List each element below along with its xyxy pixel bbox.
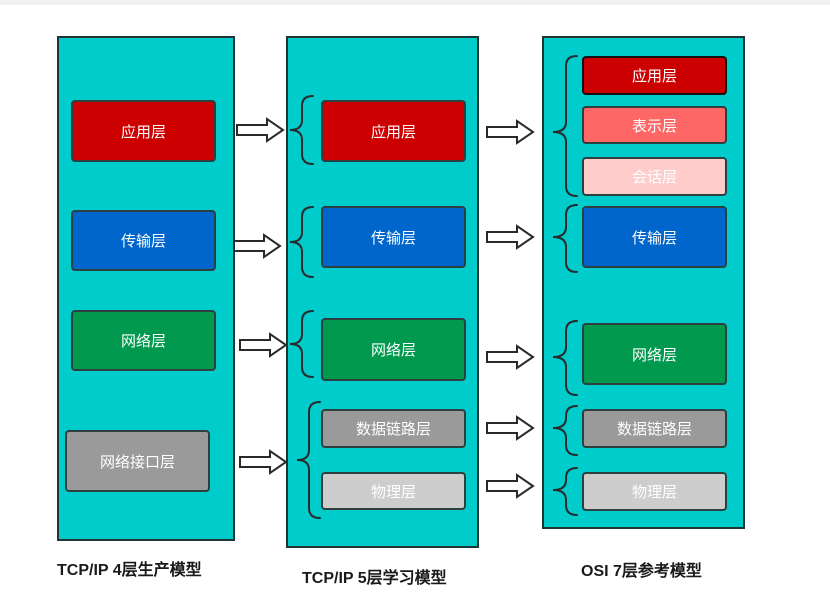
- arrow-right-icon: [486, 416, 534, 440]
- top-bar: [0, 0, 830, 5]
- model-5-physical-layer: 物理层: [321, 472, 466, 510]
- model-4-application-layer: 应用层: [71, 100, 216, 162]
- model-7-presentation-layer: 表示层: [582, 106, 727, 144]
- brace-icon: [552, 467, 578, 516]
- model-5-network-layer: 网络层: [321, 318, 466, 381]
- brace-icon: [552, 405, 578, 456]
- brace-icon: [296, 401, 321, 519]
- arrow-right-icon: [486, 474, 534, 498]
- arrow-right-icon: [239, 450, 287, 474]
- brace-icon: [289, 310, 314, 378]
- brace-icon: [289, 95, 314, 165]
- model-5-caption: TCP/IP 5层学习模型: [302, 570, 447, 587]
- arrow-right-icon: [486, 225, 534, 249]
- arrow-right-icon: [486, 345, 534, 369]
- arrow-right-icon: [236, 118, 284, 142]
- model-7-caption: OSI 7层参考模型: [581, 563, 702, 580]
- model-5-data-link-layer: 数据链路层: [321, 409, 466, 448]
- model-5-transport-layer: 传输层: [321, 206, 466, 268]
- brace-icon: [289, 206, 314, 278]
- model-5-application-layer: 应用层: [321, 100, 466, 162]
- model-4-network-interface-layer: 网络接口层: [65, 430, 210, 492]
- model-7-data-link-layer: 数据链路层: [582, 409, 727, 448]
- arrow-right-icon: [239, 333, 287, 357]
- brace-icon: [552, 320, 578, 396]
- model-7-network-layer: 网络层: [582, 323, 727, 385]
- brace-icon: [552, 55, 578, 197]
- model-4-network-layer: 网络层: [71, 310, 216, 371]
- model-7-application-layer: 应用层: [582, 56, 727, 95]
- model-4-caption: TCP/IP 4层生产模型: [57, 562, 202, 579]
- model-7-transport-layer: 传输层: [582, 206, 727, 268]
- arrow-right-icon: [233, 234, 281, 258]
- model-7-session-layer: 会话层: [582, 157, 727, 196]
- model-4-transport-layer: 传输层: [71, 210, 216, 271]
- model-7-physical-layer: 物理层: [582, 472, 727, 511]
- brace-icon: [552, 204, 578, 273]
- arrow-right-icon: [486, 120, 534, 144]
